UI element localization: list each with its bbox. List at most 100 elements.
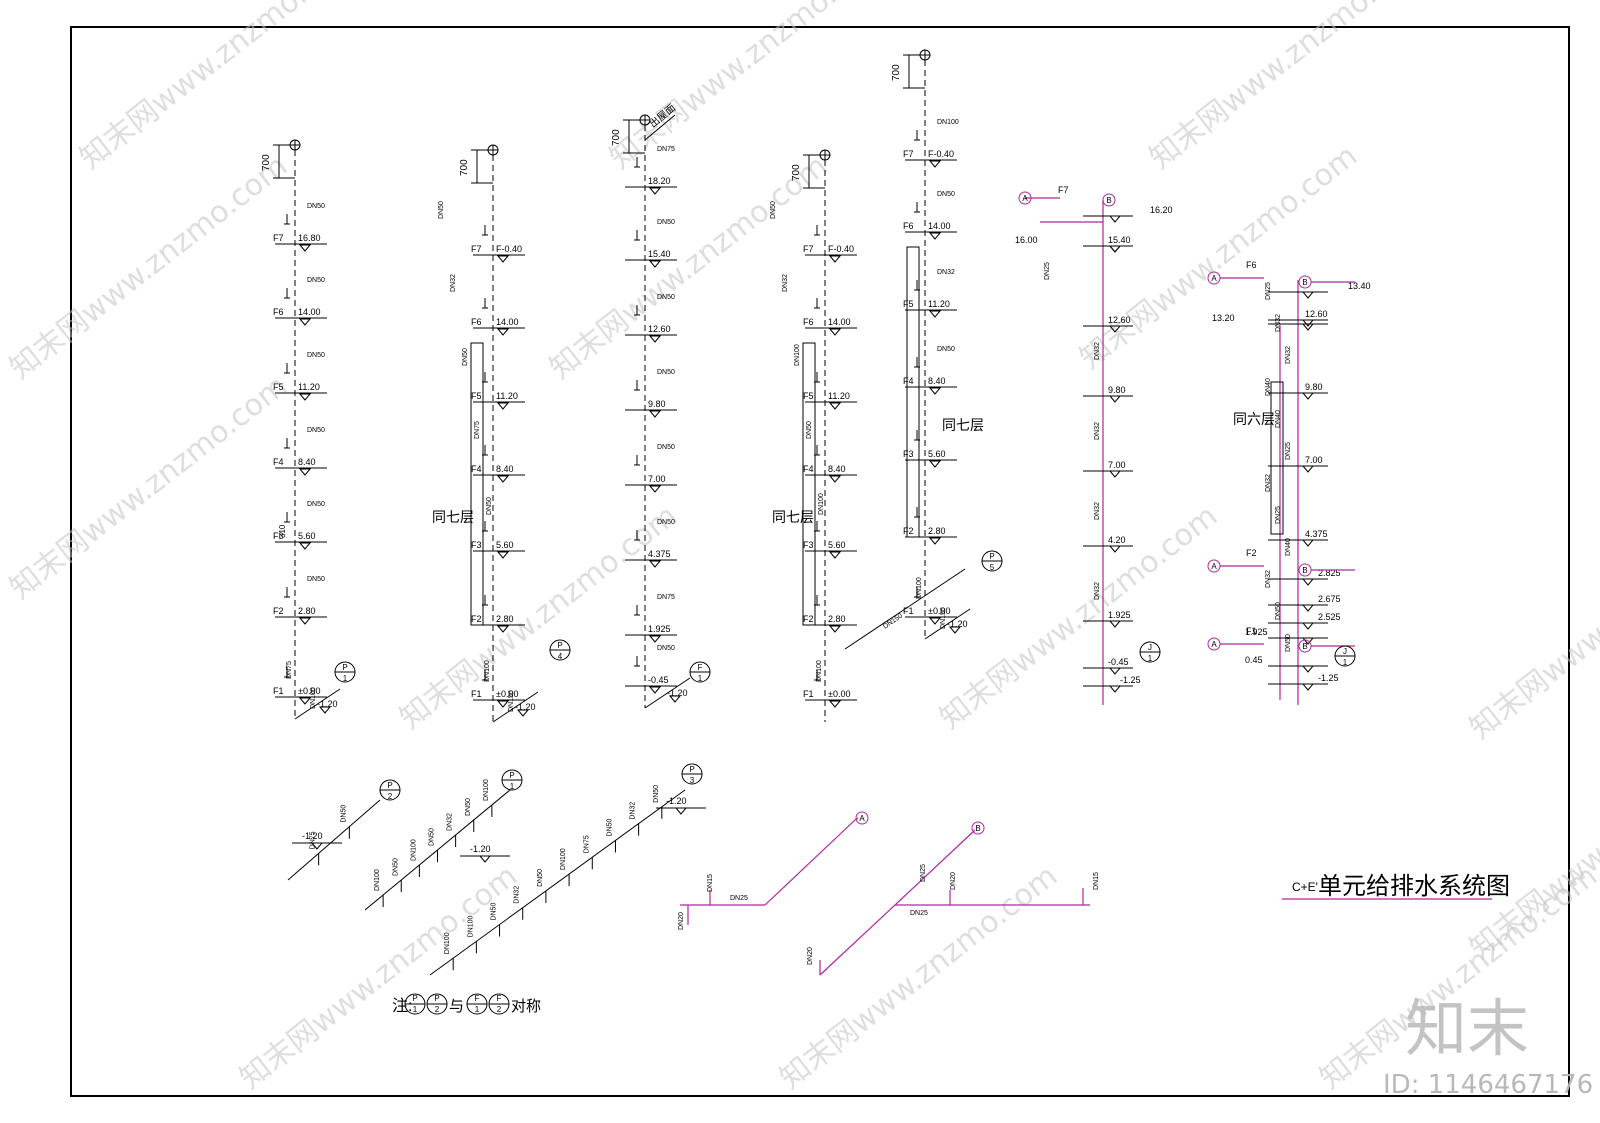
floor-name: F1 [903,606,914,616]
repeat-bracket [906,246,920,538]
same-as-label: 同七层 [942,417,984,433]
floor-name: F5 [803,391,814,401]
note-connector: 与 [449,998,464,1015]
branch-size: DN50 [462,348,469,366]
floor-elevation: ±0.00 [828,689,850,699]
branch-size: DN50 [657,219,675,226]
elevation-mark [516,709,530,717]
elevation-mark [298,617,312,625]
elevation-mark [828,328,842,336]
supply-size: DN32 [1094,502,1101,520]
connection-marker [855,811,869,825]
same-as-label: 同六层 [1233,411,1275,427]
repeat-bracket [470,342,484,626]
supply-elevation: 2.675 [1318,594,1341,604]
floor-elevation: 11.20 [828,391,850,401]
detail-size: DN100 [467,915,474,937]
elevation-mark [1301,683,1315,691]
detail-elevation: -1.20 [470,844,491,854]
supply-elevation: 13.20 [1212,313,1235,323]
supply-size: DN32 [1094,342,1101,360]
supply-floor: F6 [1246,260,1257,270]
floor-name: F3 [273,531,284,541]
elevation-mark [648,260,662,268]
detail-size: DN32 [630,802,637,820]
elevation-mark [1108,667,1122,675]
supply-size: DN32 [1265,474,1272,492]
floor-elevation: 14.00 [496,317,519,327]
supply-floor: F7 [1058,185,1069,195]
roof-vent-line [644,114,676,141]
elevation-mark [1301,622,1315,630]
supply-elevation: 12.60 [1108,315,1131,325]
tag-top: F [698,663,703,672]
branch-size: DN50 [770,201,777,219]
tag-bottom: 5 [990,563,995,572]
tag-bottom: 1 [343,674,348,683]
floor-name: F1 [273,686,284,696]
branch-size: DN50 [657,444,675,451]
supply-elevation: 12.60 [1305,309,1328,319]
floor-level: 4.375 [625,530,677,568]
branch-size: DN32 [450,274,457,292]
elevation-mark [1301,578,1315,586]
outlet-pipe [644,677,691,709]
outlet-size: DN150 [508,690,515,712]
tag-bottom: 2 [388,792,393,801]
tag-top: P [557,641,562,650]
repeat-bracket [802,342,816,626]
floor-elevation: 12.60 [648,324,671,334]
detail-supply-size: DN15 [1093,872,1100,890]
elevation-mark [928,617,942,625]
elevation-mark [496,328,510,336]
detail-supply-size: DN25 [920,864,927,882]
floor-name: F4 [273,457,284,467]
marker-letter: A [1211,562,1217,571]
elevation-mark [496,402,510,410]
supply-size: DN32 [1094,422,1101,440]
marker-letter: B [1302,642,1307,651]
svg-text:1: 1 [475,1005,480,1014]
top-dimension: 700 [459,159,470,176]
detail-size: DN50 [429,828,436,846]
elevation-mark [928,537,942,545]
drawing-title: C+E' 单元给排水系统图 [1282,873,1510,900]
floor-elevation: 16.80 [298,233,321,243]
detail-size: DN50 [340,805,347,823]
floor-name: F6 [803,317,814,327]
elevation-mark [928,310,942,318]
riser-size: DN100 [916,577,923,599]
supply-elevation: -0.45 [1108,657,1129,667]
supply-elevation: 2.825 [1318,568,1341,578]
supply-size: DN50 [1275,602,1282,620]
supply-floor: F2 [1246,548,1257,558]
branch-size: DN50 [657,294,675,301]
elevation-mark [928,387,942,395]
elevation-mark [648,410,662,418]
detail-size: DN50 [537,869,544,887]
floor-elevation: 7.00 [648,474,666,484]
elevation-mark [310,842,324,850]
elevation-mark [648,560,662,568]
tag-bottom: 1 [1343,658,1348,667]
branch-size: DN50 [486,497,493,515]
supply-elevation: 4.375 [1305,529,1328,539]
tag-bottom: 1 [510,782,515,791]
floor-name: F5 [903,299,914,309]
supply-size: DN40 [1265,378,1272,396]
tag-top: P [989,552,994,561]
detail-supply-size: DN20 [950,872,957,890]
top-dimension: 700 [611,129,622,146]
elevation-mark [928,460,942,468]
floor-elevation: 9.80 [648,399,666,409]
